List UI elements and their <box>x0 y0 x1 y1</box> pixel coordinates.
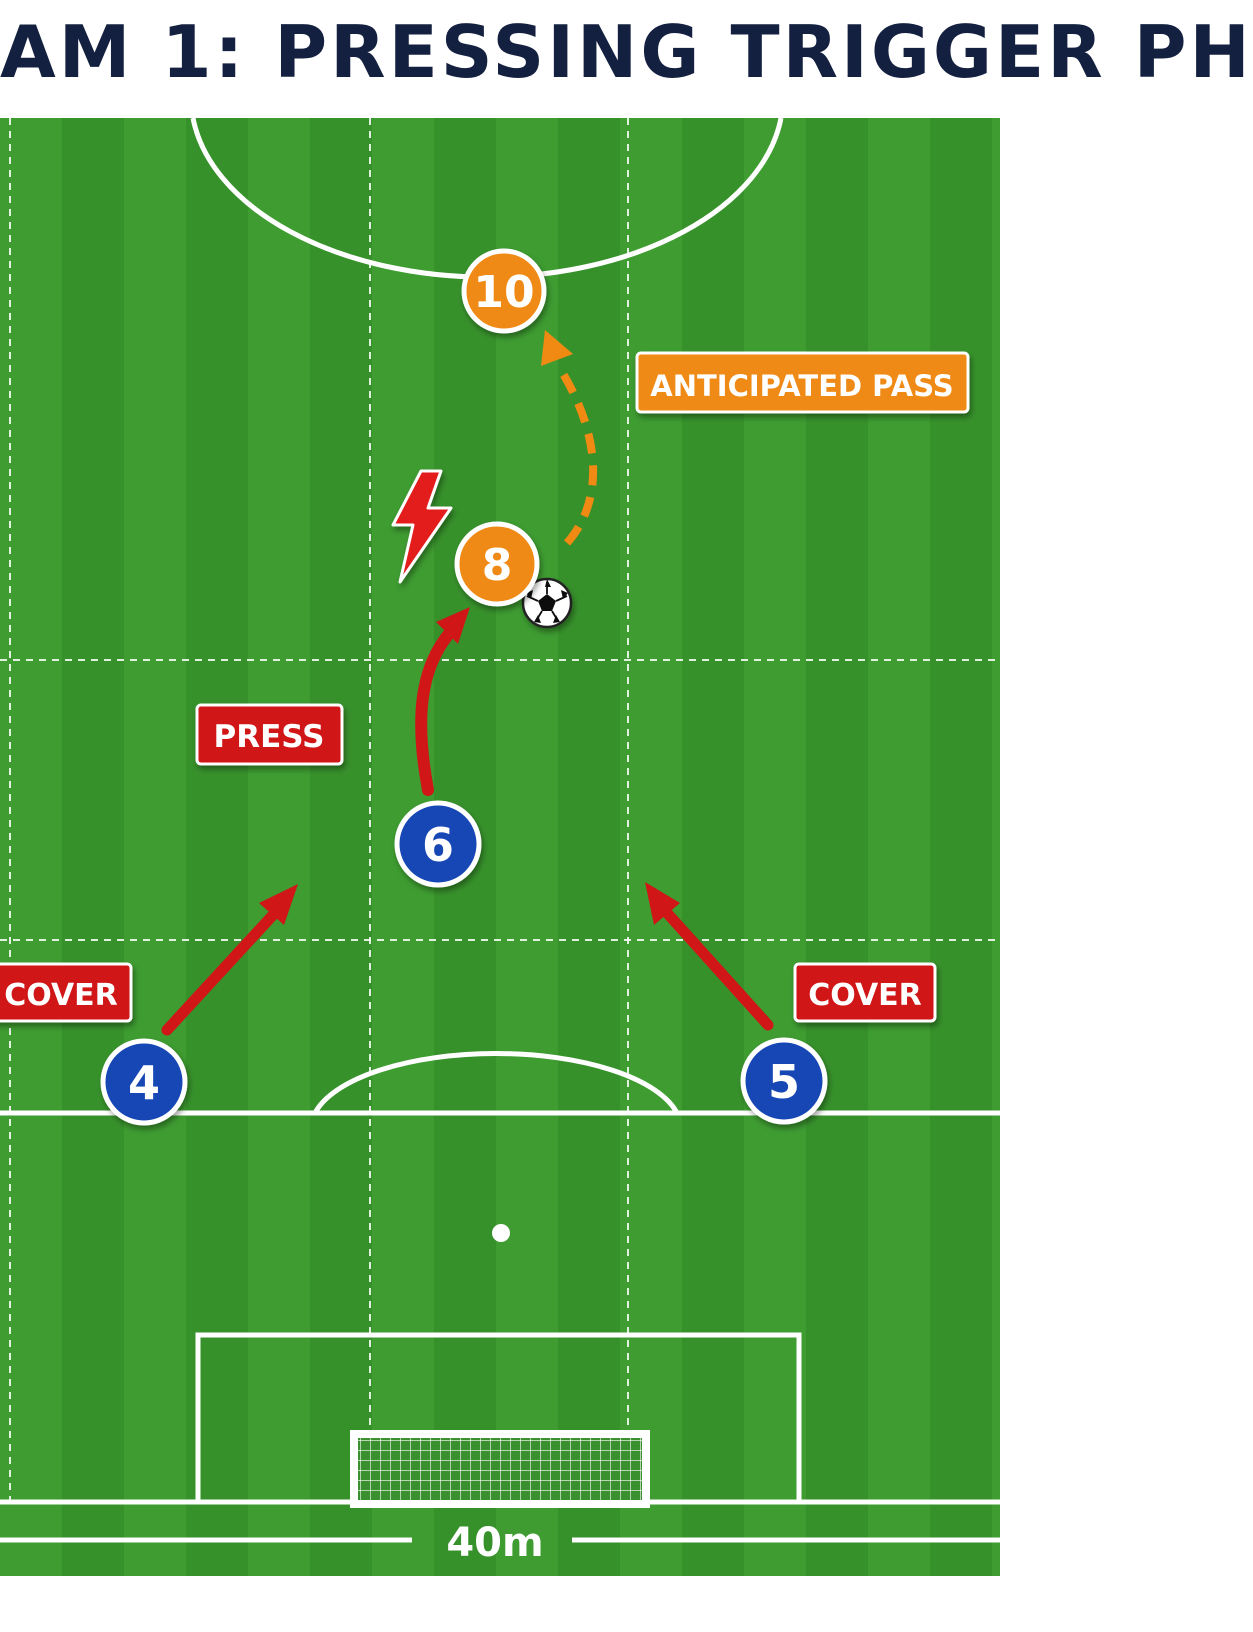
player-opponent-8: 8 <box>454 521 540 607</box>
anticipated-pass-tag: ANTICIPATED PASS <box>635 351 970 414</box>
cover-tag-right: COVER <box>793 962 937 1023</box>
diagram-title: AM 1: PRESSING TRIGGER PH <box>0 10 1253 94</box>
cover-label-left: COVER <box>4 978 118 1013</box>
press-tag: PRESS <box>195 703 344 766</box>
grass-stripe <box>682 118 744 1576</box>
grass-stripe <box>62 118 124 1576</box>
anticipated-pass-label: ANTICIPATED PASS <box>650 369 953 403</box>
cover-label-right: COVER <box>808 978 922 1013</box>
grass-stripe <box>558 118 620 1576</box>
lightning-bolt-icon <box>391 469 453 584</box>
goal <box>350 1430 650 1508</box>
cover-tag-left: COVER <box>0 962 133 1023</box>
zone-grid <box>0 118 1000 1505</box>
player-defender-5: 5 <box>740 1037 828 1125</box>
player-defender-4: 4 <box>100 1038 188 1126</box>
soccer-ball-icon <box>521 577 573 629</box>
player-number: 6 <box>422 818 454 872</box>
grass <box>0 118 1000 1576</box>
bottom-margin <box>0 1576 1000 1632</box>
press-label: PRESS <box>213 719 324 755</box>
width-indicator: 40m <box>0 1520 1000 1566</box>
player-defender-6: 6 <box>394 800 482 888</box>
title-bar: AM 1: PRESSING TRIGGER PH <box>0 0 1250 118</box>
pitch: 40m <box>0 117 1000 1632</box>
player-number: 8 <box>482 540 513 591</box>
grass-stripe <box>310 118 372 1576</box>
penalty-spot <box>492 1224 510 1242</box>
grass-stripe <box>186 118 248 1576</box>
penalty-arc <box>312 1051 680 1115</box>
grass-stripe <box>930 118 992 1576</box>
press-arrow <box>415 607 470 796</box>
grass-stripe <box>806 118 868 1576</box>
cover-arrow-left <box>161 884 298 1036</box>
player-number: 10 <box>473 267 534 318</box>
player-number: 5 <box>768 1055 800 1109</box>
width-label: 40m <box>446 1520 543 1566</box>
player-opponent-10: 10 <box>461 248 547 334</box>
cover-arrow-right <box>645 882 774 1031</box>
anticipated-pass-arrow <box>541 330 598 546</box>
player-number: 4 <box>128 1056 160 1110</box>
